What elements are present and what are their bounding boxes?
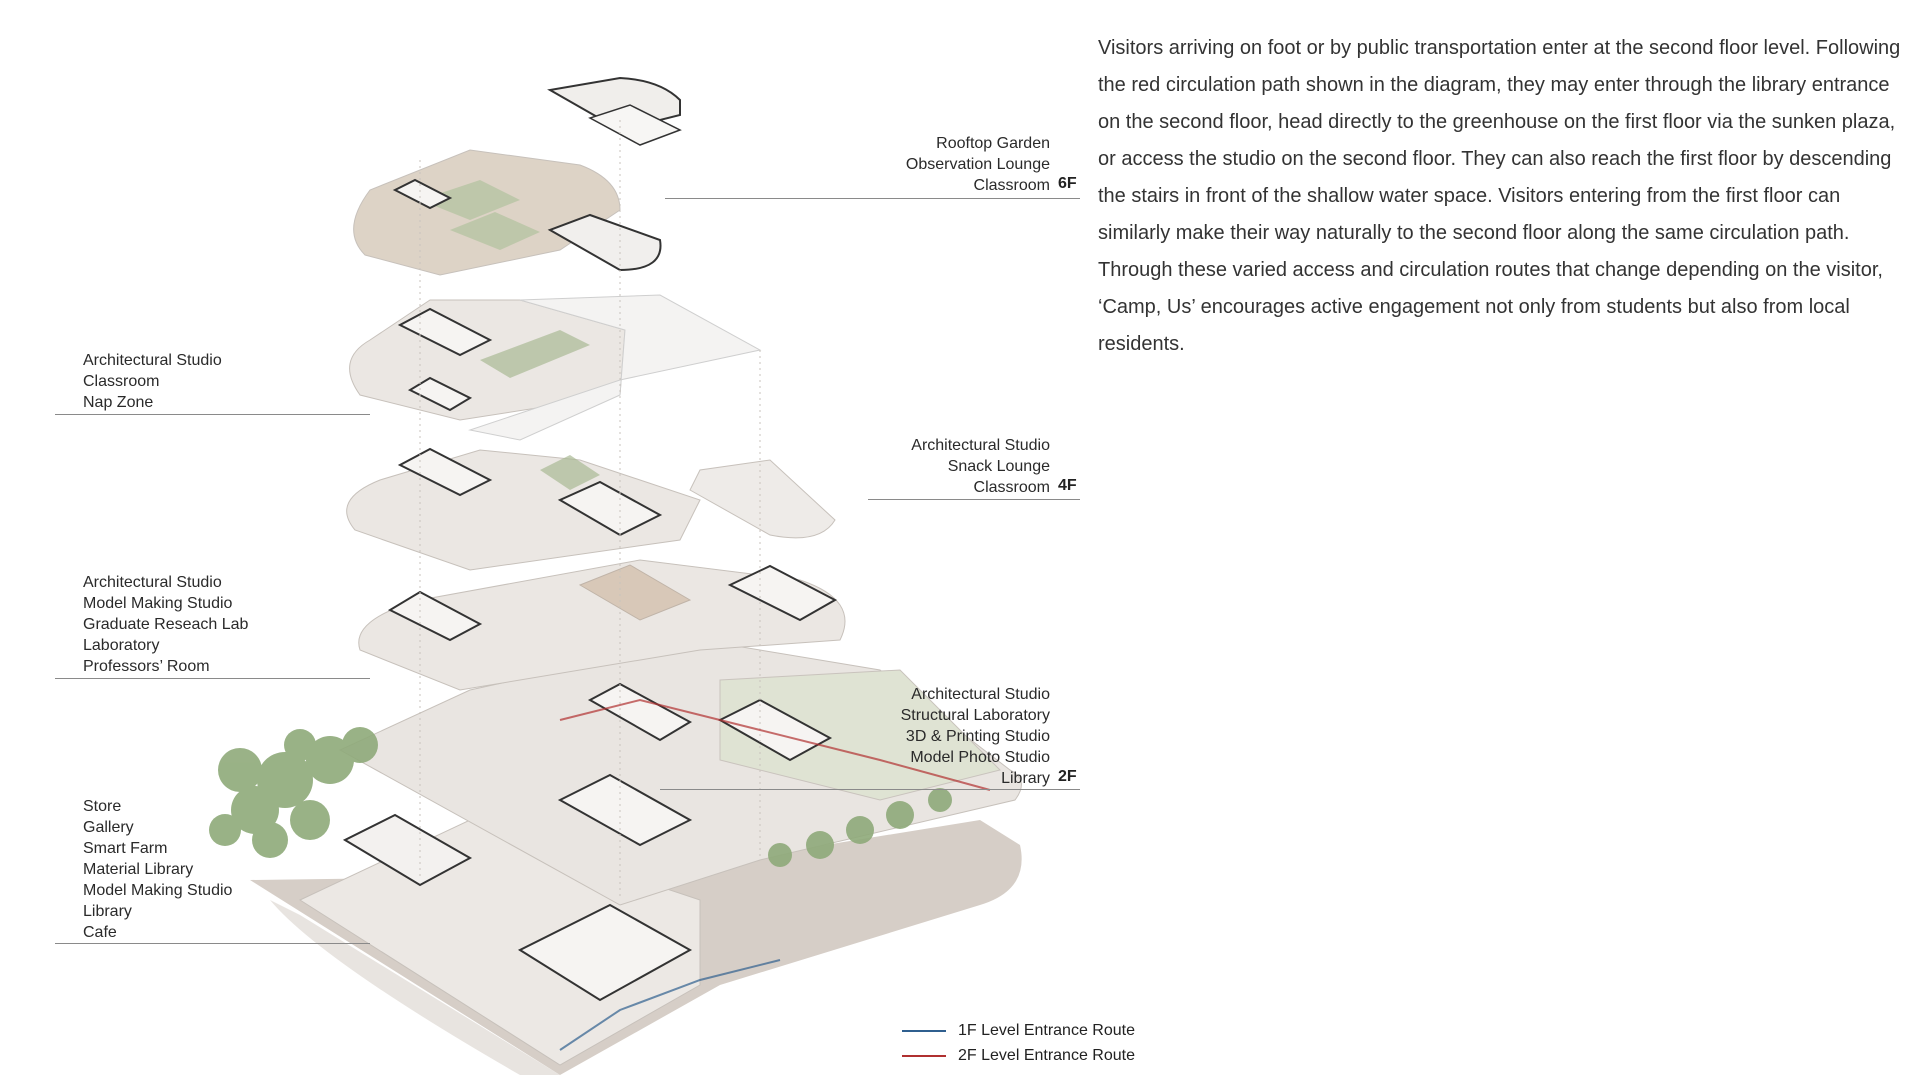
leader-4f	[868, 499, 1080, 500]
circulation-2f-route	[559, 698, 991, 791]
legend-1f-route: 1F Level Entrance Route	[902, 1022, 1135, 1040]
label-3f-line-3: Graduate Reseach Lab	[83, 616, 249, 633]
label-2f-line-4: Model Photo Studio	[910, 749, 1050, 766]
label-1f-line-4: Material Library	[83, 861, 194, 878]
circulation-1f-route	[559, 959, 781, 1051]
label-3f-line-1: Architectural Studio	[83, 574, 222, 591]
label-5f: Architectural Studio Classroom Nap Zone	[83, 350, 222, 413]
exploded-axonometric-diagram	[209, 76, 1022, 1075]
legend-2f-label: 2F Level Entrance Route	[958, 1047, 1135, 1064]
label-2f-line-5: Library	[1001, 770, 1050, 787]
label-1f-line-2: Gallery	[83, 819, 134, 836]
label-3f-line-5: Professors’ Room	[83, 658, 210, 675]
leader-5f	[55, 414, 370, 415]
label-3f-line-4: Laboratory	[83, 637, 160, 654]
label-1f-line-1: Store	[83, 798, 122, 815]
legend-2f-swatch	[902, 1055, 946, 1057]
legend-1f-swatch	[902, 1030, 946, 1032]
floor-5f-slab	[349, 294, 762, 441]
label-3f-line-2: Model Making Studio	[83, 595, 233, 612]
floor-tag-6f: 6F	[1058, 175, 1077, 192]
label-6f-line-2: Observation Lounge	[905, 156, 1050, 173]
label-6f: Rooftop Garden Observation Lounge Classr…	[750, 133, 1050, 196]
floor-6f-rooftop	[353, 149, 662, 276]
label-2f-line-1: Architectural Studio	[911, 686, 1050, 703]
label-2f-line-2: Structural Laboratory	[900, 707, 1050, 724]
label-5f-line-3: Nap Zone	[83, 394, 154, 411]
label-3f: Architectural Studio Model Making Studio…	[83, 572, 248, 677]
legend-1f-label: 1F Level Entrance Route	[958, 1022, 1135, 1039]
floor-2f-slab	[338, 639, 1022, 906]
label-2f-line-3: 3D & Printing Studio	[905, 728, 1050, 745]
floor-3f-slab	[358, 559, 846, 691]
floor-tag-2f: 2F	[1058, 768, 1077, 785]
tree-cluster	[209, 727, 952, 867]
legend-2f-route: 2F Level Entrance Route	[902, 1047, 1135, 1065]
floor-4f-slab	[346, 447, 836, 571]
leader-6f	[665, 198, 1080, 199]
label-4f-line-1: Architectural Studio	[911, 437, 1050, 454]
vertical-guides	[419, 120, 761, 900]
label-1f-line-6: Library	[83, 903, 132, 920]
label-4f-line-3: Classroom	[973, 479, 1050, 496]
label-4f-line-2: Snack Lounge	[947, 458, 1050, 475]
leader-2f	[660, 789, 1080, 790]
label-4f: Architectural Studio Snack Lounge Classr…	[750, 435, 1050, 498]
label-1f-line-5: Model Making Studio	[83, 882, 233, 899]
penthouse-block	[547, 76, 682, 146]
label-1f: Store Gallery Smart Farm Material Librar…	[83, 796, 232, 943]
leader-3f	[55, 678, 370, 679]
label-1f-line-3: Smart Farm	[83, 840, 168, 857]
label-2f: Architectural Studio Structural Laborato…	[750, 684, 1050, 789]
label-1f-line-7: Cafe	[83, 924, 117, 941]
description-text: Visitors arriving on foot or by public t…	[1098, 37, 1901, 355]
leader-1f	[55, 943, 370, 944]
floor-tag-4f: 4F	[1058, 477, 1077, 494]
label-6f-line-3: Classroom	[973, 177, 1050, 194]
label-5f-line-1: Architectural Studio	[83, 352, 222, 369]
label-6f-line-1: Rooftop Garden	[936, 135, 1050, 152]
label-5f-line-2: Classroom	[83, 373, 160, 390]
